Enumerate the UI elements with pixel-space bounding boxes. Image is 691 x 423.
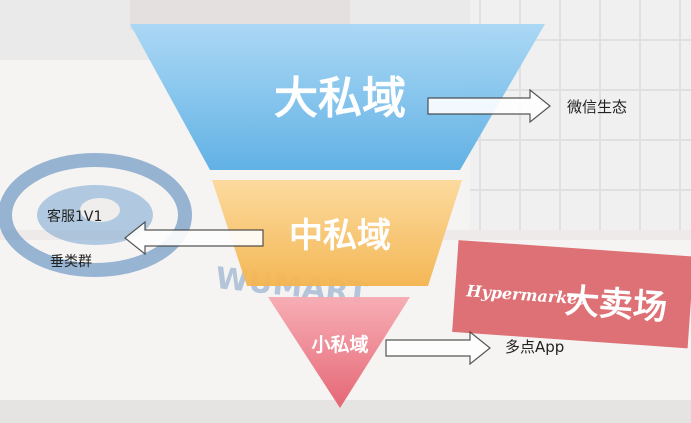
store-sign — [452, 240, 691, 349]
wumart-logo-emblem — [0, 153, 192, 277]
store-sign-large-text: 大卖场 — [564, 281, 669, 328]
annotation-wechat-ecosystem: 微信生态 — [567, 98, 627, 116]
annotation-dmall-app: 多点App — [505, 338, 564, 356]
funnel-medium-segment — [212, 180, 462, 286]
funnel-large-label: 大私域 — [274, 73, 406, 124]
arrow-right-large — [427, 88, 551, 124]
funnel-medium-label: 中私域 — [289, 216, 391, 256]
arrow-right-small — [385, 330, 491, 366]
funnel-large-segment — [130, 24, 545, 170]
annotation-vertical-groups: 垂类群 — [50, 254, 92, 270]
funnel-small-label: 小私域 — [311, 333, 368, 356]
arrow-left-medium — [124, 220, 264, 256]
funnel-small-segment — [268, 297, 410, 408]
annotation-customer-service: 客服1V1 — [47, 208, 102, 225]
